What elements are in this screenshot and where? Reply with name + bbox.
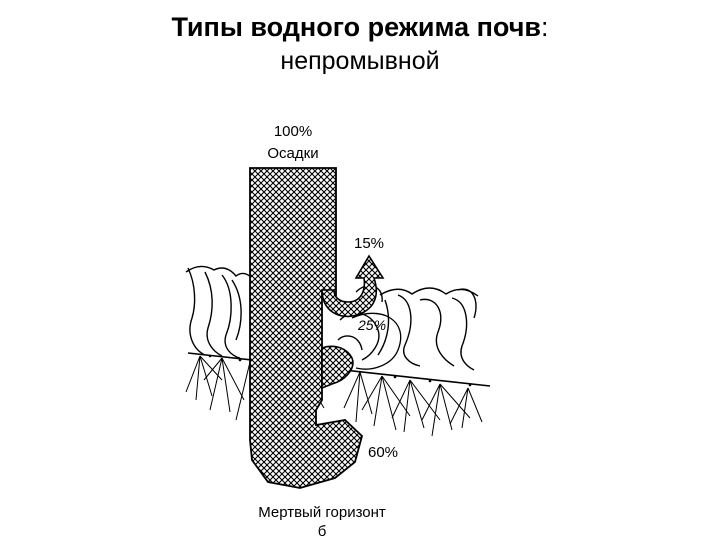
- slide-title-text: Типы водного режима почв: [171, 12, 542, 42]
- precipitation-label: Осадки: [267, 145, 318, 162]
- figure-letter: б: [318, 523, 327, 540]
- precipitation-percent: 100%: [274, 123, 312, 140]
- transpiration-outline: [351, 312, 402, 370]
- dead-horizon-label: Мертвый горизонт: [258, 504, 386, 521]
- transpiration-percent: 25%: [357, 317, 386, 333]
- evaporation-arrow: [321, 254, 385, 318]
- evaporation-percent: 15%: [354, 235, 384, 252]
- title-block: Типы водного режима почв: непромывной: [0, 10, 720, 78]
- slide-subtitle: непромывной: [280, 47, 440, 75]
- slide-title: Типы водного режима почв:: [0, 10, 720, 44]
- precipitation-arrow: [249, 167, 364, 489]
- transpiration-arrow: [321, 345, 354, 390]
- runoff-percent: 60%: [368, 444, 398, 461]
- slide-title-colon: :: [541, 12, 549, 42]
